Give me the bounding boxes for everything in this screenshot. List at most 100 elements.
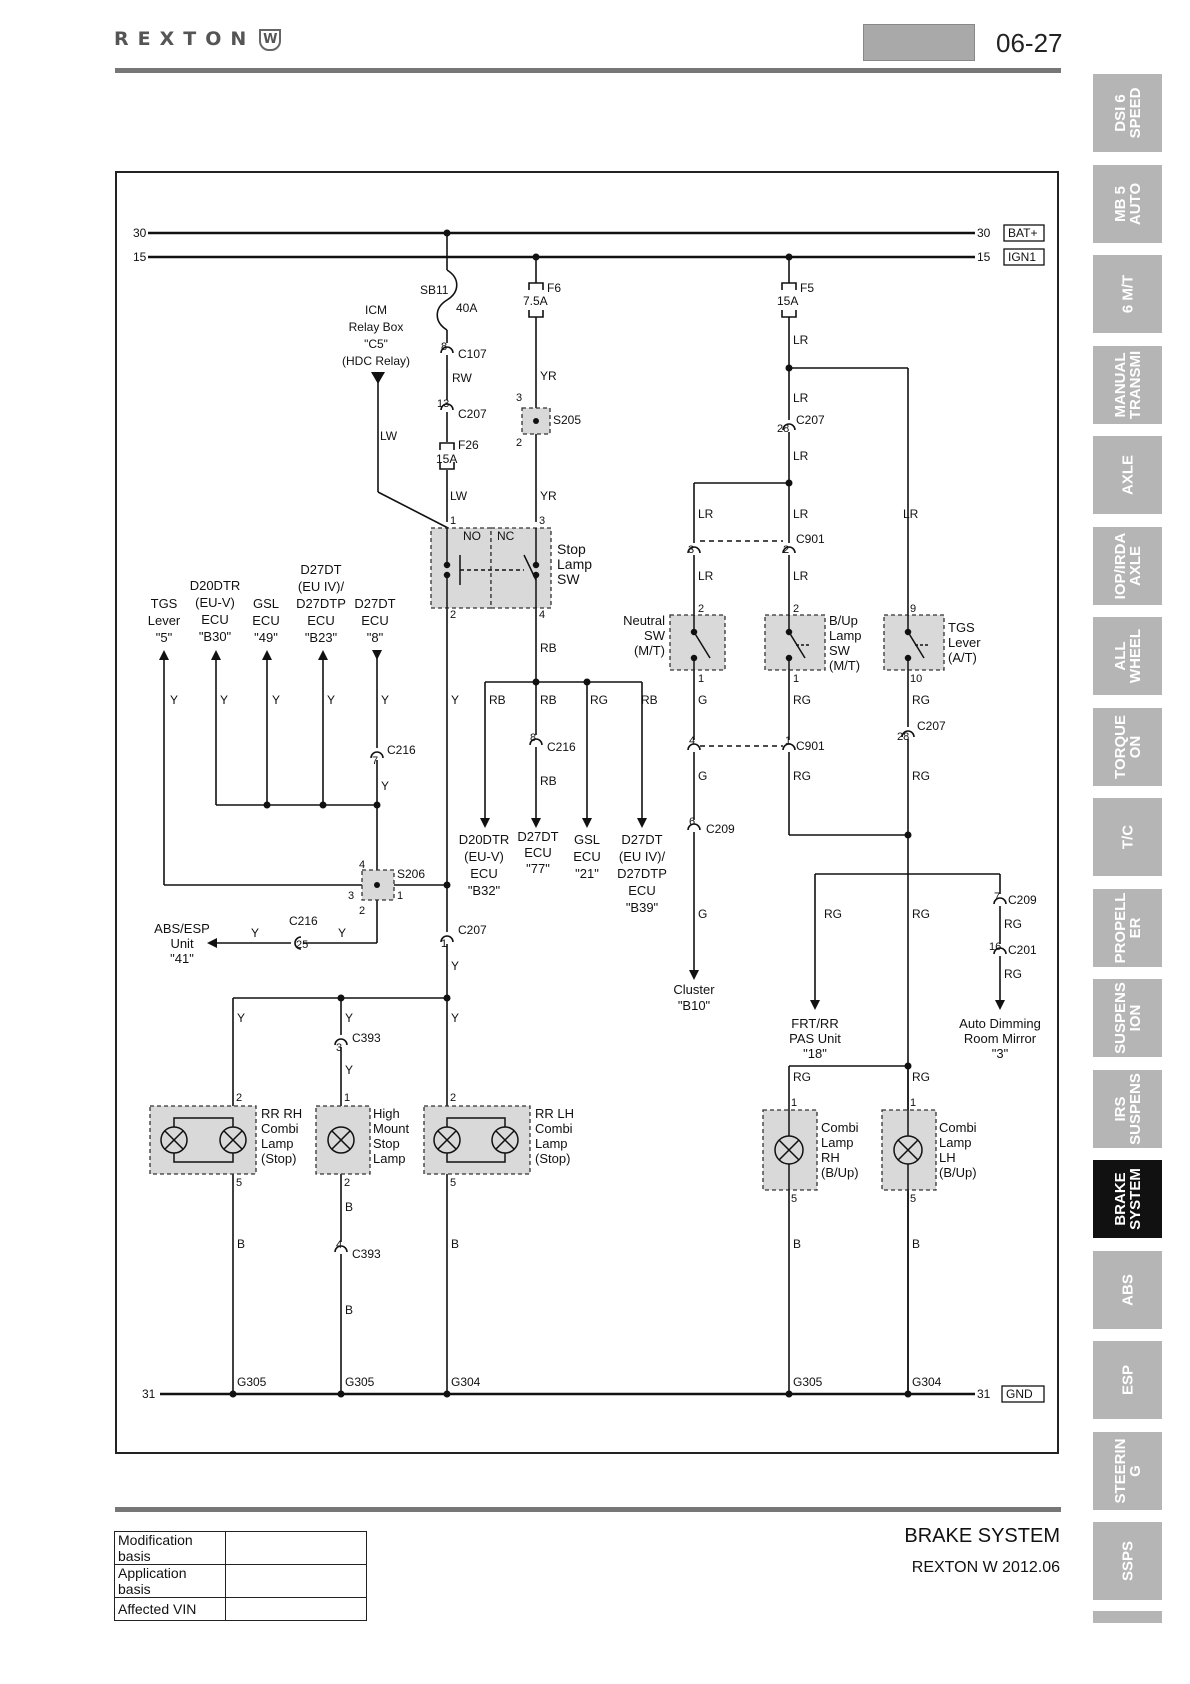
component-label: (B/Up) [939,1165,977,1180]
pin-number: 2 [516,437,522,449]
tab-item[interactable]: SUSPENS ION [1093,979,1162,1057]
connector-label: C209 [706,822,735,836]
component-label: TGS [948,620,975,635]
tab-item[interactable]: MB 5 AUTO [1093,164,1162,243]
pin-number: 3 [516,392,522,404]
wire-color: Y [251,926,259,940]
tab-item[interactable]: BRAKE SYSTEM [1093,1160,1162,1238]
connector-label: C207 [796,413,825,427]
tab-item[interactable]: PROPELL ER [1093,888,1162,967]
tab-item[interactable]: ALL WHEEL [1093,617,1162,695]
pin-number: 1 [785,735,791,747]
component-label: Cluster [673,982,715,997]
header-rule [115,68,1061,73]
wire-color: RB [540,774,557,788]
component-label: Lamp [557,556,592,572]
connector-label: C393 [352,1031,381,1045]
component-label: Combi [821,1120,859,1135]
pin-number: 7 [372,755,378,767]
pin-number: 1 [344,1092,350,1104]
header-gray-box [863,24,975,61]
component-label: "B10" [678,998,711,1013]
wire-color: B [237,1237,245,1251]
ecu-label: TGS [151,596,178,611]
connector-label: C901 [796,739,825,753]
tab-item[interactable]: DSI 6 SPEED [1093,74,1162,152]
fuse-rating: 7.5A [523,294,548,308]
connector-label: C216 [289,914,318,928]
component-label: FRT/RR [791,1016,838,1031]
wire-color: RG [590,693,608,707]
component-label: Combi [535,1121,573,1136]
tab-label: IRS SUSPENS [1111,1072,1144,1145]
diagram-frame [115,171,1059,1454]
connector-c107 [440,346,454,354]
component-label: Neutral [623,613,665,628]
pin-number: 2 [450,1092,456,1104]
connector-label: C209 [1008,893,1037,907]
pin-number: 1 [791,1097,797,1109]
rail-15-tag: IGN1 [1008,250,1036,264]
wire-color: G [698,769,707,783]
tab-item[interactable]: TORQUE ON [1093,707,1162,786]
tab-item[interactable]: AXLE [1093,436,1162,514]
ground-label: G304 [912,1375,942,1389]
pin-number: 1 [397,890,403,902]
tab-item[interactable]: STEERIN G [1093,1431,1162,1510]
fuse-label: F26 [458,438,479,452]
table-cell [225,1597,367,1621]
wire-color: LR [698,507,714,521]
component-label: "41" [170,951,194,966]
connector-label: C207 [458,407,487,421]
wire-color: Y [345,1011,353,1025]
wire-color: RB [489,693,506,707]
fuse-rating: 15A [777,294,798,308]
tab-item[interactable]: ESP [1093,1341,1162,1419]
component-label: (Stop) [261,1151,296,1166]
wire-color: RG [912,907,930,921]
ecu-label: "8" [367,630,384,645]
wire-color: LR [698,569,714,583]
wire-color: Y [338,926,346,940]
rr-lh-combi-lamp [423,1105,531,1175]
pin-number: 8 [441,341,447,353]
wire-color: RB [540,641,557,655]
tab-item[interactable]: IOP/IRDA AXLE [1093,526,1162,605]
lamp-bulb-icon [327,1126,355,1154]
connector-label: C207 [458,923,487,937]
tab-item[interactable]: MANUAL TRANSMI [1093,345,1162,424]
high-mount-stop-lamp [315,1105,371,1175]
tab-item[interactable]: 6 M/T [1093,255,1162,333]
lamp-bulb-icon [160,1117,247,1163]
wire-color: Y [327,693,335,707]
component-label: Lamp [939,1135,972,1150]
tab-label: IOP/IRDA AXLE [1111,532,1144,599]
pin-number: 1 [450,515,456,527]
component-label: B/Up [829,613,858,628]
tab-item[interactable]: T/C [1093,798,1162,876]
wire-color: B [912,1237,920,1251]
wire-color: RG [1004,967,1022,981]
connector-label: C393 [352,1247,381,1261]
pin-number: 1 [441,938,447,950]
fuse-label: F5 [800,281,814,295]
pin-number: 16 [989,941,1001,953]
wire-color: LW [450,489,468,503]
ecu-label: (EU IV)/ [619,849,666,864]
pin-number: 2 [236,1092,242,1104]
tab-item[interactable]: ABS [1093,1250,1162,1329]
component-label: (A/T) [948,650,977,665]
fuse-f6 [528,282,544,290]
component-label: ABS/ESP [154,921,210,936]
ecu-label: Lever [148,613,181,628]
ecu-label: ECU [573,849,600,864]
icm-label: Relay Box [349,320,404,334]
tab-item[interactable]: IRS SUSPENS [1093,1069,1162,1148]
pin-number: 3 [539,515,545,527]
wires [148,231,1005,1396]
ecu-label: (EU-V) [195,595,235,610]
tab-item[interactable]: SSPS [1093,1522,1162,1600]
wire-color: RG [793,769,811,783]
